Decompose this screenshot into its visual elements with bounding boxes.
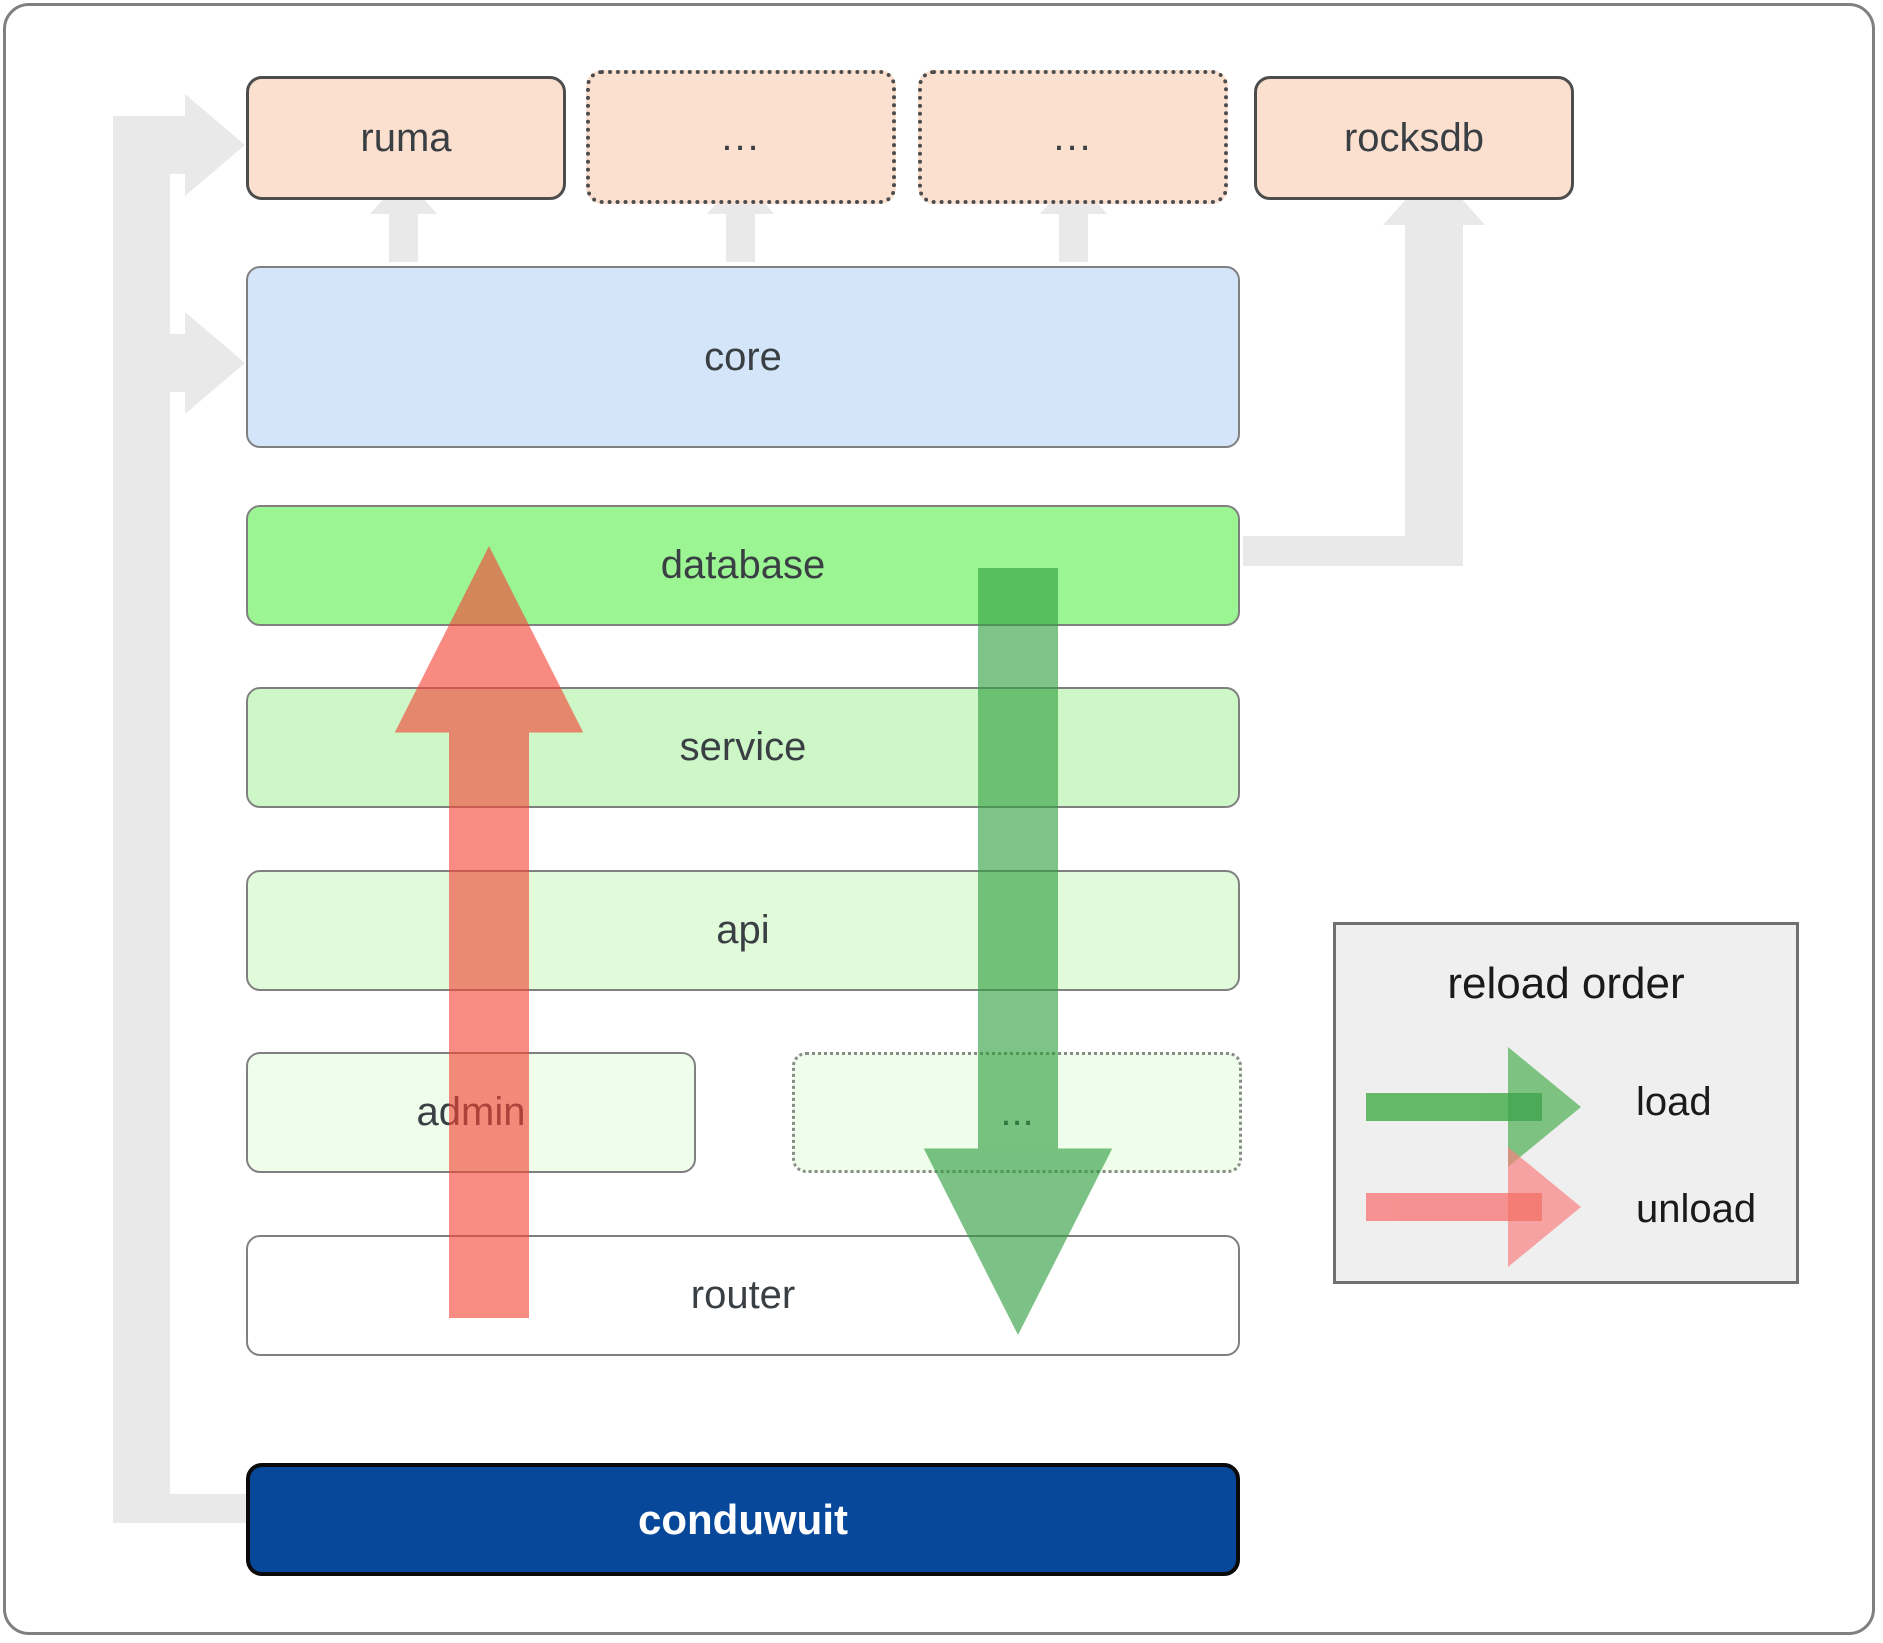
diagram-frame (3, 3, 1875, 1635)
dependency-box-ruma[interactable]: ruma (246, 76, 566, 200)
legend-panel: reload order load unload (1333, 922, 1799, 1284)
legend-label-unload: unload (1636, 1187, 1757, 1231)
layer-box-placeholder[interactable]: ... (792, 1052, 1242, 1173)
layer-label-service: service (679, 725, 807, 769)
layer-box-api[interactable]: api (246, 870, 1240, 991)
legend-load-arrow (1366, 1047, 1581, 1167)
layer-box-admin[interactable]: admin (246, 1052, 696, 1173)
layer-label-router: router (690, 1273, 796, 1317)
legend-title: reload order (1447, 959, 1685, 1008)
legend-arrows (1366, 1047, 1581, 1267)
dependency-box-rocksdb[interactable]: rocksdb (1254, 76, 1574, 200)
layer-label-core: core (704, 334, 782, 379)
layer-box-service[interactable]: service (246, 687, 1240, 808)
layer-box-router[interactable]: router (246, 1235, 1240, 1356)
dependency-label-placeholder-1: ... (721, 114, 761, 159)
root-box-conduwuit[interactable]: conduwuit (246, 1463, 1240, 1576)
dependency-box-placeholder-2[interactable]: ... (918, 70, 1228, 204)
dependency-label-ruma: ruma (360, 115, 452, 160)
dependency-box-placeholder-1[interactable]: ... (586, 70, 896, 204)
dependency-label-placeholder-2: ... (1053, 114, 1093, 159)
layer-label-api: api (716, 908, 770, 952)
layer-box-database[interactable]: database (246, 505, 1240, 626)
layer-label-admin: admin (416, 1090, 526, 1134)
layer-box-core[interactable]: core (246, 266, 1240, 448)
layer-label-database: database (660, 543, 826, 587)
legend-label-load: load (1636, 1080, 1712, 1124)
legend-unload-arrow (1366, 1147, 1581, 1267)
layer-label-placeholder: ... (1000, 1090, 1034, 1134)
dependency-label-rocksdb: rocksdb (1343, 115, 1485, 160)
root-label-conduwuit: conduwuit (638, 1495, 848, 1543)
